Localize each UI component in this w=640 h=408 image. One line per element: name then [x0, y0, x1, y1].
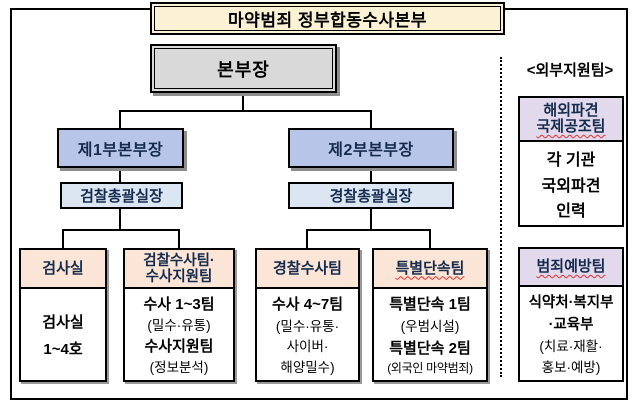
connector-to-team2	[178, 229, 180, 248]
team2-line: 수사 1~3팀	[143, 295, 215, 313]
chief1-label: 검찰총괄실장	[80, 188, 163, 205]
external1-line: 국외파견	[541, 177, 601, 195]
team2-line: 수사지원팀	[144, 337, 214, 355]
team4-line: (외국인 마약범죄)	[387, 360, 473, 375]
deputy1-box: 제1부본부장	[57, 128, 184, 168]
external1-header-line: 해외파견	[543, 102, 599, 119]
team-box-police-investigation: 경찰수사팀 수사 4~7팀 (밀수·유통· 사이버· 해양밀수)	[255, 248, 360, 382]
team4-line: 특별단속 2팀	[389, 339, 471, 357]
team3-line: (밀수·유통·	[275, 318, 340, 334]
chief2-label: 경찰총괄실장	[329, 188, 413, 205]
connector-chief1-down	[119, 209, 121, 231]
external-box-overseas-cooperation: 해외파견 국제공조팀 각 기관 국외파견 인력	[518, 96, 624, 227]
team2-line: (밀수·유통)	[147, 318, 211, 334]
team3-line: 사이버·	[286, 339, 329, 355]
team2-header-line: 검찰수사팀·	[143, 252, 215, 269]
team4-line: 특별단속 1팀	[389, 296, 471, 314]
connector-deputy1-chief1	[119, 168, 121, 182]
external1-header-line: 국제공조팀	[536, 118, 606, 135]
team2-body: 수사 1~3팀 (밀수·유통) 수사지원팀 (정보분석)	[125, 289, 233, 380]
team-box-prosecutor-office: 검사실 검사실 1~4호	[19, 248, 107, 382]
team3-body: 수사 4~7팀 (밀수·유통· 사이버· 해양밀수)	[257, 289, 358, 380]
team1-body: 검사실 1~4호	[21, 289, 105, 380]
team4-header: 특별단속팀	[374, 250, 486, 289]
external-box-crime-prevention: 범죄예방팀 식약처·복지부 ·교육부 (치료·재활· 홍보·예방)	[518, 247, 624, 382]
team4-line: (우범시설)	[400, 319, 460, 335]
external2-line: 식약처·복지부	[528, 295, 614, 311]
connector-director-down	[242, 93, 244, 112]
external-divider-dotted-line	[500, 57, 502, 377]
external-support-label-text: <외부지원팀>	[526, 61, 614, 79]
connector-deputy2-chief2	[370, 168, 372, 182]
external1-body: 각 기관 국외파견 인력	[520, 142, 622, 225]
external2-line: 홍보·예방)	[541, 360, 601, 375]
director-box: 본부장	[150, 44, 337, 93]
external2-line: (치료·재활·	[539, 339, 603, 354]
connector-right-teams-horizontal	[306, 229, 431, 231]
team-box-prosecution-investigation: 검찰수사팀· 수사지원팀 수사 1~3팀 (밀수·유통) 수사지원팀 (정보분석…	[123, 248, 235, 382]
deputy1-label: 제1부본부장	[77, 142, 164, 159]
external2-header: 범죄예방팀	[520, 249, 622, 287]
chief2-box: 경찰총괄실장	[288, 182, 454, 209]
connector-to-team1	[62, 229, 64, 248]
team3-line: 수사 4~7팀	[271, 295, 343, 313]
connector-branch-horizontal	[119, 110, 372, 112]
team3-header: 경찰수사팀	[257, 250, 358, 289]
director-label: 본부장	[217, 59, 270, 80]
team1-line: 검사실	[42, 313, 84, 331]
external1-header: 해외파견 국제공조팀	[520, 98, 622, 142]
deputy2-label: 제2부본부장	[328, 142, 414, 159]
team3-header-line: 경찰수사팀	[272, 259, 342, 277]
team1-header: 검사실	[21, 250, 105, 289]
chief1-box: 검찰총괄실장	[60, 182, 183, 209]
chart-title-box: 마약범죄 정부합동수사본부	[150, 2, 505, 35]
chart-title: 마약범죄 정부합동수사본부	[228, 11, 427, 30]
connector-chief2-down	[370, 209, 372, 231]
external-support-label: <외부지원팀>	[508, 58, 632, 80]
external2-line: ·교육부	[548, 317, 594, 333]
connector-left-teams-horizontal	[62, 229, 180, 231]
team1-header-line: 검사실	[42, 259, 84, 277]
team4-header-line: 특별단속팀	[395, 259, 465, 277]
connector-to-deputy2	[370, 110, 372, 128]
team-box-special-enforcement: 특별단속팀 특별단속 1팀 (우범시설) 특별단속 2팀 (외국인 마약범죄)	[372, 248, 488, 382]
connector-to-deputy1	[119, 110, 121, 128]
deputy2-box: 제2부본부장	[288, 128, 454, 168]
connector-to-team3	[306, 229, 308, 248]
team2-header-line: 수사지원팀	[145, 268, 213, 285]
team2-line: (정보분석)	[149, 360, 209, 376]
external2-body: 식약처·복지부 ·교육부 (치료·재활· 홍보·예방)	[520, 287, 622, 380]
external1-line: 인력	[556, 202, 586, 220]
connector-to-team4	[429, 229, 431, 248]
team1-line: 1~4호	[43, 340, 83, 358]
team3-line: 해양밀수)	[280, 360, 335, 376]
team4-body: 특별단속 1팀 (우범시설) 특별단속 2팀 (외국인 마약범죄)	[374, 289, 486, 380]
external2-header-line: 범죄예방팀	[536, 258, 606, 275]
team2-header: 검찰수사팀· 수사지원팀	[125, 250, 233, 289]
external1-line: 각 기관	[546, 152, 596, 170]
